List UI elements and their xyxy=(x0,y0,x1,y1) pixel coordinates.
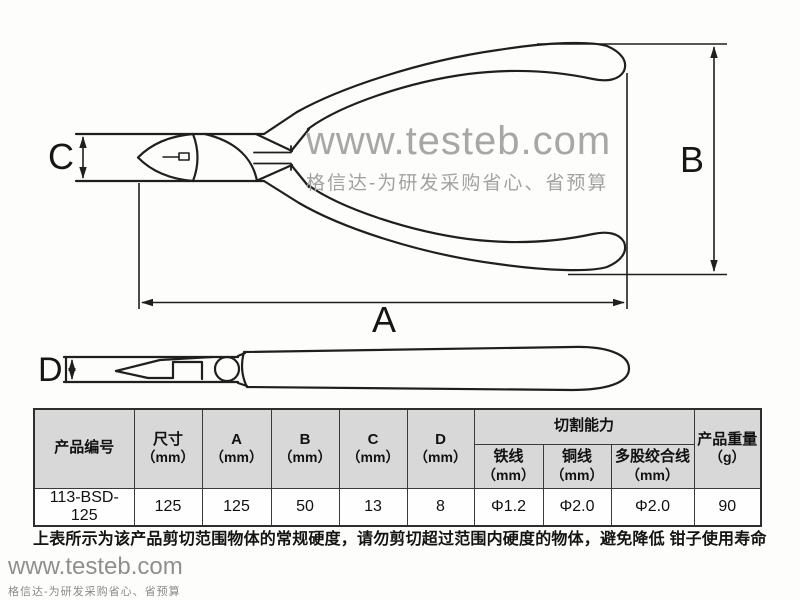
cell-copper-wire: Φ2.0 xyxy=(542,487,612,526)
cell-weight: 90 xyxy=(693,487,762,526)
col-header-c: C （mm） xyxy=(338,408,408,489)
header-text: 铜线 xyxy=(561,447,592,465)
pliers-technical-drawing: A B C D xyxy=(38,41,727,392)
spec-table: 产品编号 尺寸 （mm） A （mm） B （mm） C （mm） D （mm） xyxy=(33,408,762,527)
blade-nib xyxy=(178,152,190,161)
cell-c: 13 xyxy=(338,487,408,526)
header-text: 产品编号 xyxy=(54,439,115,457)
header-unit: （mm） xyxy=(346,449,400,466)
upper-inner-joint-line xyxy=(290,127,311,152)
col-header-iron-wire: 铁线 （mm） xyxy=(473,443,544,489)
blade-upper-curve xyxy=(136,132,195,159)
dim-label-c: C xyxy=(48,136,74,177)
header-text: B xyxy=(299,430,311,448)
col-header-size: 尺寸 （mm） xyxy=(133,408,203,489)
side-blade-step xyxy=(114,360,204,381)
header-unit: （mm） xyxy=(278,449,332,466)
cell-size: 125 xyxy=(133,487,203,526)
lower-joint-line xyxy=(262,179,301,205)
cell-iron-wire: Φ1.2 xyxy=(473,487,544,526)
pliers-top-view xyxy=(74,41,627,272)
cell-b: 50 xyxy=(270,487,340,526)
dimension-labels: A B C D xyxy=(38,136,704,389)
col-header-a: A （mm） xyxy=(201,408,272,489)
header-unit: （g） xyxy=(708,449,746,466)
blade-lower-curve xyxy=(136,156,195,183)
footer-watermark: www.testeb.com 格信达-为研发采购省心、省预算 xyxy=(8,555,183,599)
table-row: 113-BSD-125 125 125 50 13 8 Φ1.2 Φ2.0 Φ2… xyxy=(33,487,762,526)
lower-handle xyxy=(297,183,627,272)
col-header-weight: 产品重量 （g） xyxy=(693,408,762,489)
col-header-d: D （mm） xyxy=(406,408,475,489)
dim-label-d: D xyxy=(38,351,63,389)
header-text: 多股绞合线 xyxy=(614,447,690,465)
side-blade-upper xyxy=(114,355,214,373)
cell-a: 125 xyxy=(201,487,272,526)
footer-watermark-site-text: www.testeb.com xyxy=(8,553,183,580)
cell-stranded-wire: Φ2.0 xyxy=(610,487,695,526)
side-handle xyxy=(240,345,631,392)
col-header-stranded-wire: 多股绞合线 （mm） xyxy=(610,443,695,489)
upper-handle xyxy=(295,41,627,131)
dim-label-b: B xyxy=(680,139,704,180)
header-text: 产品重量 xyxy=(697,430,758,448)
header-unit: （mm） xyxy=(626,466,679,483)
blade-face-arc xyxy=(191,132,199,183)
jaw-cheek-arc xyxy=(203,132,259,183)
header-unit: （mm） xyxy=(210,449,263,466)
usage-note: 上表所示为该产品剪切范围物体的常规硬度，请勿剪切超过范围内硬度的物体，避免降低 … xyxy=(33,531,767,548)
header-text: 切割能力 xyxy=(553,417,614,435)
upper-joint-line xyxy=(262,110,299,136)
lower-jaw-edge xyxy=(254,163,294,183)
col-header-b: B （mm） xyxy=(270,408,340,489)
header-text: 尺寸 xyxy=(152,430,183,448)
header-unit: （mm） xyxy=(141,449,195,466)
header-text: D xyxy=(435,430,446,448)
header-text: 铁线 xyxy=(493,447,524,465)
header-unit: （mm） xyxy=(414,449,467,466)
col-header-product-no: 产品编号 xyxy=(33,408,135,489)
footer-watermark-slogan-text: 格信达-为研发采购省心、省预算 xyxy=(8,586,181,598)
pivot-circle xyxy=(213,355,241,383)
col-header-copper-wire: 铜线 （mm） xyxy=(542,443,612,489)
joint-slot xyxy=(253,145,292,171)
header-text: C xyxy=(367,430,379,448)
cell-product-no: 113-BSD-125 xyxy=(33,487,135,526)
upper-jaw-edge xyxy=(254,132,294,153)
dim-label-a: A xyxy=(372,299,396,340)
header-text: A xyxy=(231,430,242,448)
dimension-lines xyxy=(68,43,727,380)
header-unit: （mm） xyxy=(550,466,604,483)
header-unit: （mm） xyxy=(482,466,535,483)
col-group-cutting-capacity: 切割能力 xyxy=(473,408,695,445)
pliers-side-view xyxy=(62,345,631,392)
lower-inner-joint-line xyxy=(290,164,311,189)
cell-d: 8 xyxy=(406,487,475,526)
